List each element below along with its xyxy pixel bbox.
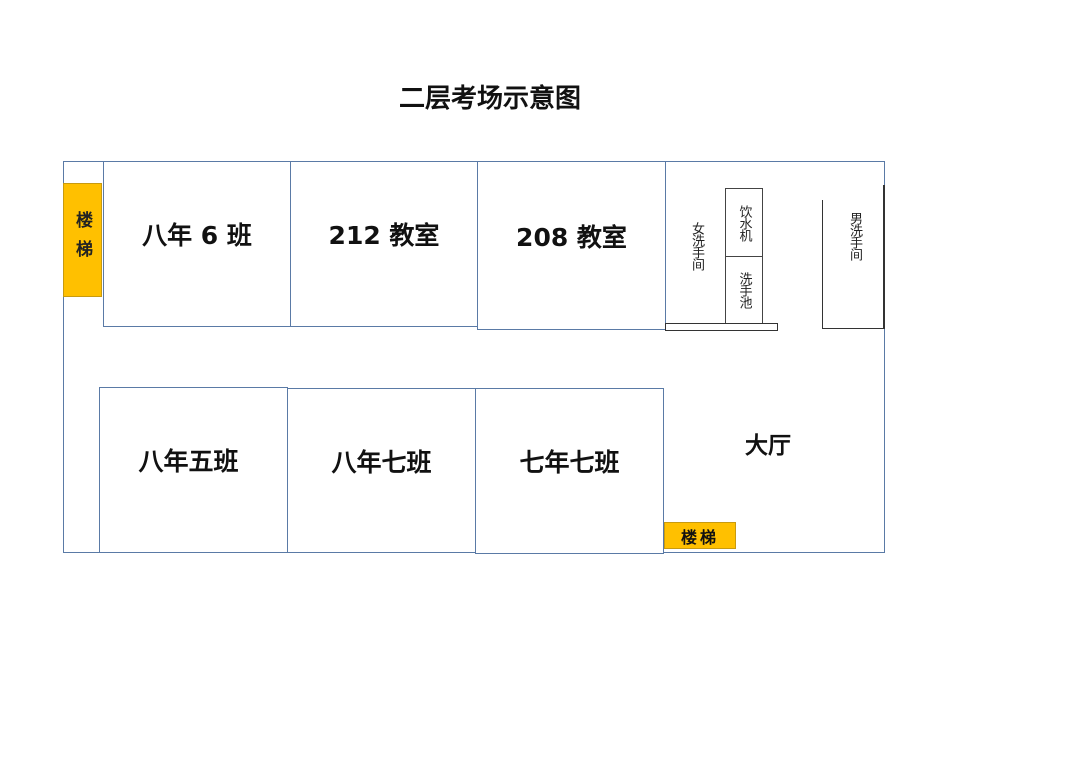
room-label: 七年七班 <box>519 448 620 477</box>
room-8-6: 八年 6 班 <box>103 161 291 327</box>
right-wall <box>883 185 885 329</box>
room-label: 212 教室 <box>328 221 440 250</box>
room-208: 208 教室 <box>477 161 666 330</box>
hall-label: 大厅 <box>745 432 791 459</box>
room-label: 八年五班 <box>138 447 239 476</box>
room-label: 208 教室 <box>516 222 627 252</box>
stair-left: 楼梯 <box>63 183 102 297</box>
water-dispenser-label: 饮水机 <box>736 204 752 241</box>
room-8-5: 八年五班 <box>99 387 288 553</box>
room-212: 212 教室 <box>290 161 478 327</box>
counter <box>665 323 778 331</box>
mens-restroom-label: 男洗手间 <box>847 212 862 260</box>
room-label: 八年 6 班 <box>142 221 252 250</box>
room-label: 八年七班 <box>331 447 432 477</box>
stair-bottom: 楼梯 <box>664 522 736 549</box>
page-title: 二层考场示意图 <box>398 84 581 114</box>
room-8-7: 八年七班 <box>287 388 476 553</box>
sink-label: 洗手池 <box>736 272 752 308</box>
room-7-7: 七年七班 <box>475 388 664 554</box>
sink: 洗手池 <box>725 256 763 324</box>
womens-restroom-label: 女洗手间 <box>689 222 704 270</box>
mens-restroom-wall <box>822 200 885 329</box>
water-dispenser: 饮水机 <box>725 188 763 257</box>
